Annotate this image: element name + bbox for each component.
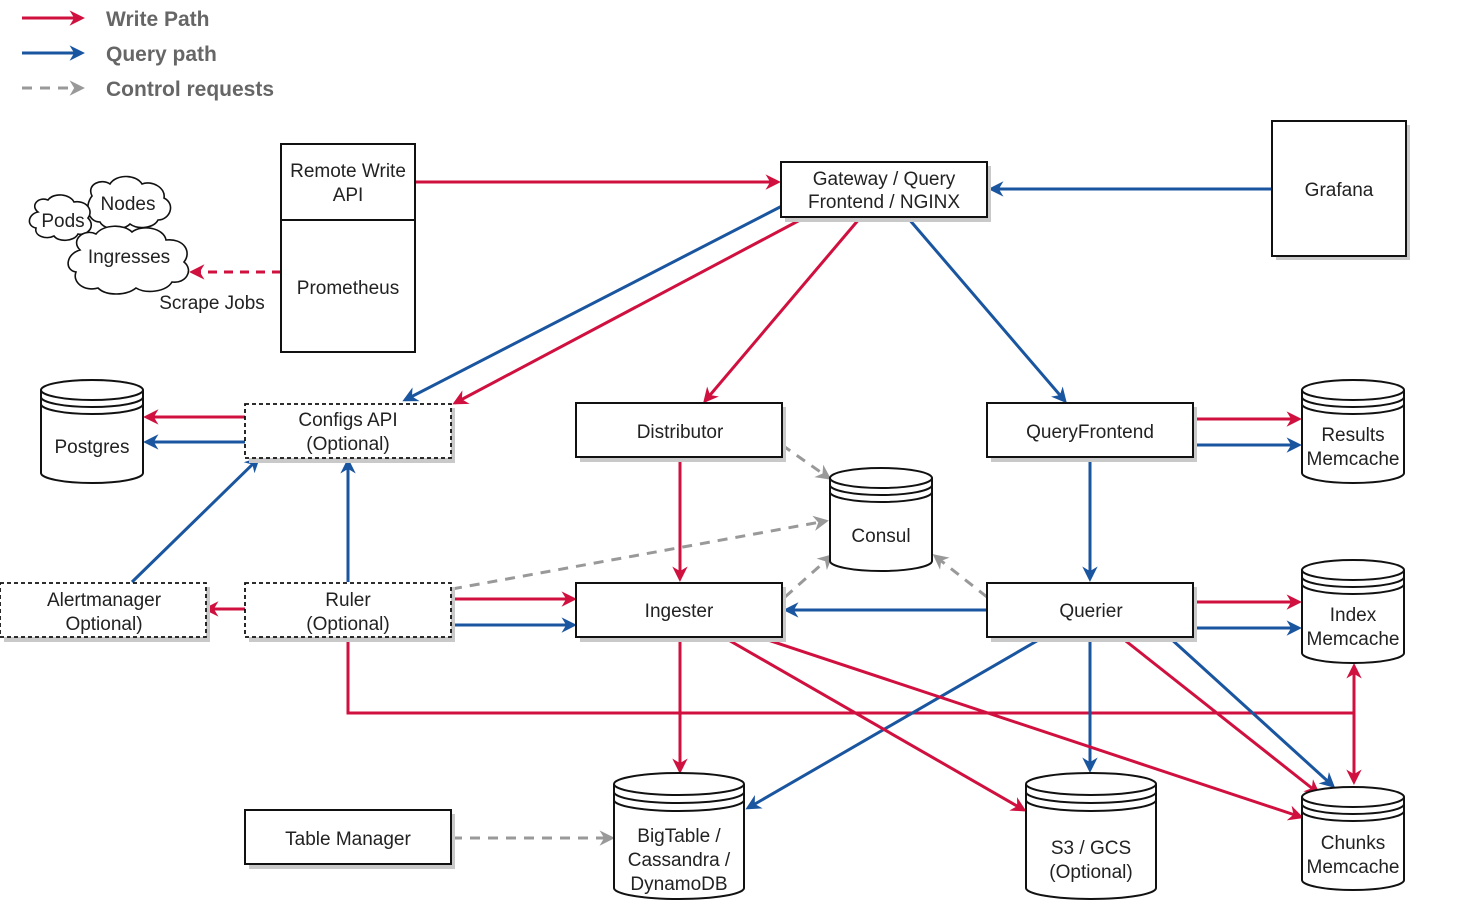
- edge-ruler-consul: [451, 515, 829, 591]
- edge-gateway-configs-query: [402, 204, 783, 402]
- index-memcache-label-1: Index: [1330, 605, 1377, 626]
- chunks-memcache-label-2: Memcache: [1307, 857, 1400, 878]
- cloud-ingresses-icon: [67, 225, 190, 295]
- edge-ruler-index-line: [346, 637, 1354, 715]
- table-manager-label: Table Manager: [285, 829, 411, 850]
- results-memcache-label-2: Memcache: [1307, 449, 1400, 470]
- ruler-label-1: Ruler: [325, 590, 371, 611]
- ingester-box: [575, 582, 783, 638]
- cloud-pods-label: Pods: [41, 211, 84, 232]
- alertmanager-box: [0, 582, 207, 638]
- bigtable-label-2: Cassandra /: [628, 850, 731, 871]
- s3-cylinder: [1025, 772, 1157, 900]
- bigtable-label-3: DynamoDB: [630, 874, 727, 895]
- consul-label: Consul: [851, 526, 910, 547]
- ruler-box: [244, 582, 452, 638]
- grafana-node: Grafana: [1271, 120, 1410, 260]
- edges: [130, 174, 1362, 846]
- gateway-node: Gateway / Query Frontend / NGINX: [780, 161, 991, 222]
- queryfrontend-box: [986, 402, 1194, 458]
- table-manager-box: [244, 809, 452, 865]
- distributor-box: [575, 402, 783, 458]
- legend-query-label: Query path: [106, 43, 217, 66]
- bigtable-node: BigTable / Cassandra / DynamoDB: [613, 772, 745, 900]
- index-memcache-label-2: Memcache: [1307, 629, 1400, 650]
- querier-node: Querier: [986, 582, 1197, 642]
- edge-gateway-distributor: [703, 217, 862, 404]
- legend-control-label: Control requests: [106, 78, 274, 101]
- querier-label: Querier: [1059, 601, 1123, 622]
- ruler-node: Ruler (Optional): [244, 582, 455, 642]
- edge-alertmanager-configs: [130, 456, 261, 584]
- prometheus-box: [280, 143, 416, 353]
- prometheus-node: Remote Write API Prometheus: [280, 143, 416, 353]
- edge-ingester-s3: [724, 636, 1027, 812]
- cloud-nodes-icon: [87, 175, 172, 230]
- alertmanager-label-1: Alertmanager: [47, 590, 162, 611]
- edge-ingester-consul: [784, 554, 834, 599]
- consul-cylinder: [829, 467, 933, 572]
- distributor-label: Distributor: [637, 422, 724, 443]
- edge-distributor-consul: [781, 443, 832, 480]
- edge-querier-chunks-write: [1121, 636, 1321, 795]
- postgres-label: Postgres: [55, 437, 130, 458]
- bigtable-cylinder: [613, 772, 745, 900]
- alertmanager-label-2: Optional): [65, 614, 142, 635]
- index-memcache-node: Index Memcache: [1301, 559, 1405, 664]
- configs-api-box: [244, 403, 452, 459]
- configs-api-node: Configs API (Optional): [244, 403, 455, 463]
- configs-api-label-1: Configs API: [298, 410, 397, 431]
- postgres-cylinder: [40, 379, 144, 484]
- queryfrontend-label: QueryFrontend: [1026, 422, 1154, 443]
- edge-gateway-queryfrontend: [906, 217, 1067, 404]
- bigtable-label-1: BigTable /: [637, 826, 721, 847]
- distributor-node: Distributor: [575, 402, 786, 462]
- cloud-group: Nodes Pods Ingresses Scrape Jobs: [28, 175, 265, 314]
- ingester-label: Ingester: [645, 601, 714, 622]
- edge-querier-consul: [932, 554, 988, 599]
- cloud-pods-icon: [28, 194, 93, 242]
- gateway-label-1: Gateway / Query: [813, 169, 956, 190]
- gateway-box: [780, 161, 988, 218]
- configs-api-label-2: (Optional): [306, 434, 389, 455]
- querier-box: [986, 582, 1194, 638]
- table-manager-node: Table Manager: [244, 809, 455, 869]
- remote-write-label-1: Remote Write: [290, 161, 406, 182]
- remote-write-label-2: API: [333, 185, 364, 206]
- s3-label-1: S3 / GCS: [1051, 838, 1131, 859]
- chunks-memcache-label-1: Chunks: [1321, 833, 1385, 854]
- ingester-node: Ingester: [575, 582, 786, 642]
- results-memcache-node: Results Memcache: [1301, 379, 1405, 484]
- s3-label-2: (Optional): [1049, 862, 1132, 883]
- edge-ingester-chunks: [761, 636, 1304, 821]
- chunks-memcache-node: Chunks Memcache: [1301, 786, 1405, 891]
- legend: Write Path Query path Control requests: [22, 8, 274, 101]
- gateway-label-2: Frontend / NGINX: [808, 192, 960, 213]
- cloud-ingresses-label: Ingresses: [88, 247, 170, 268]
- ruler-label-2: (Optional): [306, 614, 389, 635]
- prometheus-label: Prometheus: [297, 278, 399, 299]
- alertmanager-node: Alertmanager Optional): [0, 582, 210, 642]
- grafana-box: [1271, 120, 1407, 257]
- edge-gateway-configs-write: [452, 218, 801, 405]
- cloud-nodes-label: Nodes: [101, 194, 156, 215]
- legend-write-label: Write Path: [106, 8, 209, 31]
- queryfrontend-node: QueryFrontend: [986, 402, 1197, 462]
- grafana-label: Grafana: [1305, 180, 1374, 201]
- results-memcache-label-1: Results: [1321, 425, 1384, 446]
- s3-node: S3 / GCS (Optional): [1025, 772, 1157, 900]
- scrape-jobs-label: Scrape Jobs: [159, 293, 265, 314]
- edge-querier-chunks-query: [1168, 636, 1336, 789]
- postgres-node: Postgres: [40, 379, 144, 484]
- consul-node: Consul: [829, 467, 933, 572]
- edge-querier-bigtable: [745, 636, 1043, 810]
